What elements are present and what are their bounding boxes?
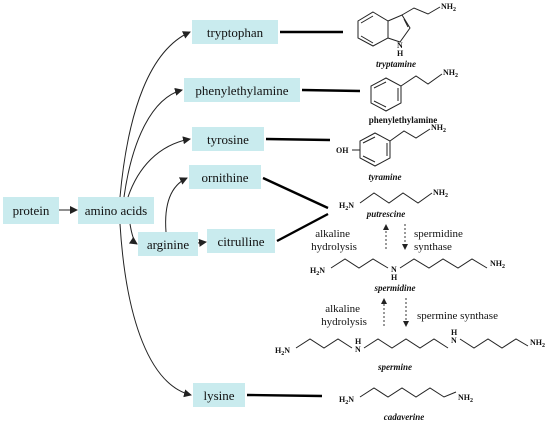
putrescine-name: putrescine xyxy=(366,209,406,219)
node-arginine: arginine xyxy=(138,232,198,256)
line-ornithine-to-putrescine xyxy=(262,176,329,210)
node-citrulline-label: citrulline xyxy=(218,234,265,249)
line-citrulline-to-putrescine xyxy=(276,212,329,243)
tyramine-name: tyramine xyxy=(369,172,402,182)
putrescine-structure: H2N NH2 putrescine xyxy=(339,188,448,219)
alkaline-hydrolysis-label-1: alkaline hydrolysis xyxy=(311,228,357,253)
node-tyrosine-label: tyrosine xyxy=(207,132,249,147)
phenylethylamine-name: phenylethylamine xyxy=(369,115,438,125)
cadaverine-h2n: H2N xyxy=(339,395,354,406)
node-phenylethylamine: phenylethylamine xyxy=(184,78,300,102)
spermidine-h: H xyxy=(391,273,398,282)
spermine-nh2: NH2 xyxy=(530,338,545,349)
arrow-to-arginine xyxy=(128,223,138,245)
arrow-to-tyrosine xyxy=(127,136,191,198)
node-tryptophan: tryptophan xyxy=(192,20,278,44)
node-amino-acids: amino acids xyxy=(78,197,154,224)
arrow-arginine-to-citrulline xyxy=(197,238,207,247)
spermine-synthase-label: spermine synthase xyxy=(417,310,498,322)
spermidine-synthase-label: spermidine synthase xyxy=(414,228,466,253)
alkaline-hydrolysis-label-2: alkaline hydrolysis xyxy=(321,303,367,328)
node-lysine-label: lysine xyxy=(203,388,234,403)
tyramine-structure: OH NH2 tyramine xyxy=(336,123,446,182)
spermine-name: spermine xyxy=(377,362,412,372)
node-amino-acids-label: amino acids xyxy=(85,203,147,218)
spermine-h1: H xyxy=(355,337,362,346)
tryptamine-h: H xyxy=(397,49,404,58)
tyramine-oh: OH xyxy=(336,146,349,155)
putrescine-h2n: H2N xyxy=(339,201,354,212)
arrow-to-lysine xyxy=(119,223,192,398)
node-arginine-label: arginine xyxy=(147,237,190,252)
spermidine-structure: H2N N H NH2 spermidine xyxy=(310,258,505,293)
spermine-h2n: H2N xyxy=(275,346,290,357)
line-tyrosine-to-tyramine xyxy=(265,137,331,142)
cadaverine-structure: H2N NH2 cadaverine xyxy=(339,387,473,422)
spermidine-name: spermidine xyxy=(373,283,415,293)
line-lysine-to-cadaverine xyxy=(246,393,323,398)
tryptamine-nh2: NH2 xyxy=(441,2,456,13)
node-protein-label: protein xyxy=(13,203,50,218)
node-tyrosine: tyrosine xyxy=(192,127,264,151)
arrow-arginine-to-ornithine xyxy=(165,177,188,233)
node-lysine: lysine xyxy=(193,383,245,407)
node-ornithine: ornithine xyxy=(189,165,261,189)
node-protein: protein xyxy=(3,197,59,224)
putrescine-nh2: NH2 xyxy=(433,188,448,199)
spermine-structure: H2N N H N H NH2 spermine xyxy=(275,328,545,372)
node-tryptophan-label: tryptophan xyxy=(207,25,264,40)
phenylethylamine-nh2: NH2 xyxy=(443,68,458,79)
tryptamine-name: tryptamine xyxy=(376,59,416,69)
spermine-h2: H xyxy=(451,328,458,337)
tryptamine-structure: NH2 N H tryptamine xyxy=(357,2,456,69)
arrow-to-tryptophan xyxy=(119,31,191,198)
tyramine-nh2: NH2 xyxy=(431,123,446,134)
node-phenylethylamine-label: phenylethylamine xyxy=(195,83,288,98)
line-phenylethylamine-to-product xyxy=(301,88,361,93)
tryptamine-n: N xyxy=(397,41,403,50)
spermine-n1: N xyxy=(355,345,361,354)
node-ornithine-label: ornithine xyxy=(202,170,249,185)
cadaverine-nh2: NH2 xyxy=(458,393,473,404)
spermidine-nh2: NH2 xyxy=(490,259,505,270)
cadaverine-name: cadaverine xyxy=(384,412,425,422)
spermidine-n: N xyxy=(391,265,397,274)
spermidine-h2n: H2N xyxy=(310,266,325,277)
arrow-to-phenylethylamine xyxy=(123,87,183,198)
node-citrulline: citrulline xyxy=(207,229,275,253)
phenylethylamine-structure: NH2 phenylethylamine xyxy=(369,68,458,125)
spermine-n2: N xyxy=(451,336,457,345)
